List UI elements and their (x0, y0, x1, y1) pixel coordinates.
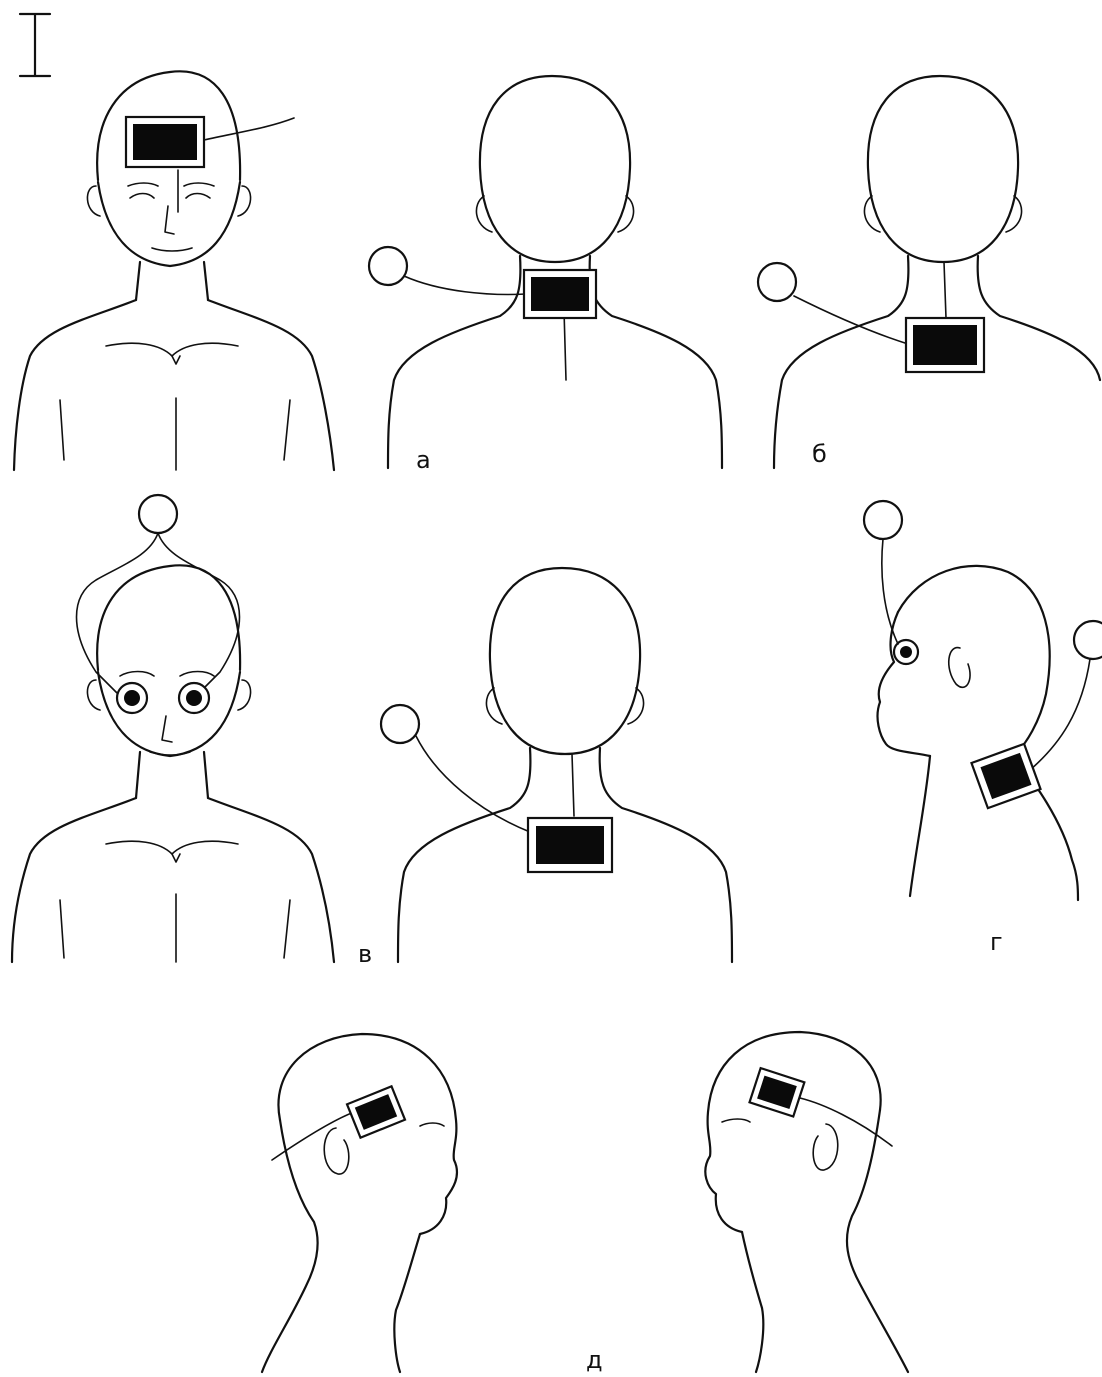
figure-back-a: а (369, 76, 722, 474)
figure-profile-eye-neck: г (864, 501, 1102, 956)
figure-profile-temple-left (262, 1034, 457, 1372)
figure-front-forehead (14, 71, 334, 470)
figure-back-b: б (758, 76, 1100, 468)
label-b: б (812, 440, 827, 468)
figure-profile-temple-right (705, 1032, 908, 1372)
figure-back-row2 (381, 568, 732, 962)
label-v: в (358, 940, 372, 968)
text-cursor-icon (20, 14, 50, 76)
label-a: а (416, 446, 431, 474)
label-d: д (586, 1346, 603, 1374)
figure-front-eyes: в (12, 495, 372, 968)
label-g: г (990, 928, 1003, 956)
